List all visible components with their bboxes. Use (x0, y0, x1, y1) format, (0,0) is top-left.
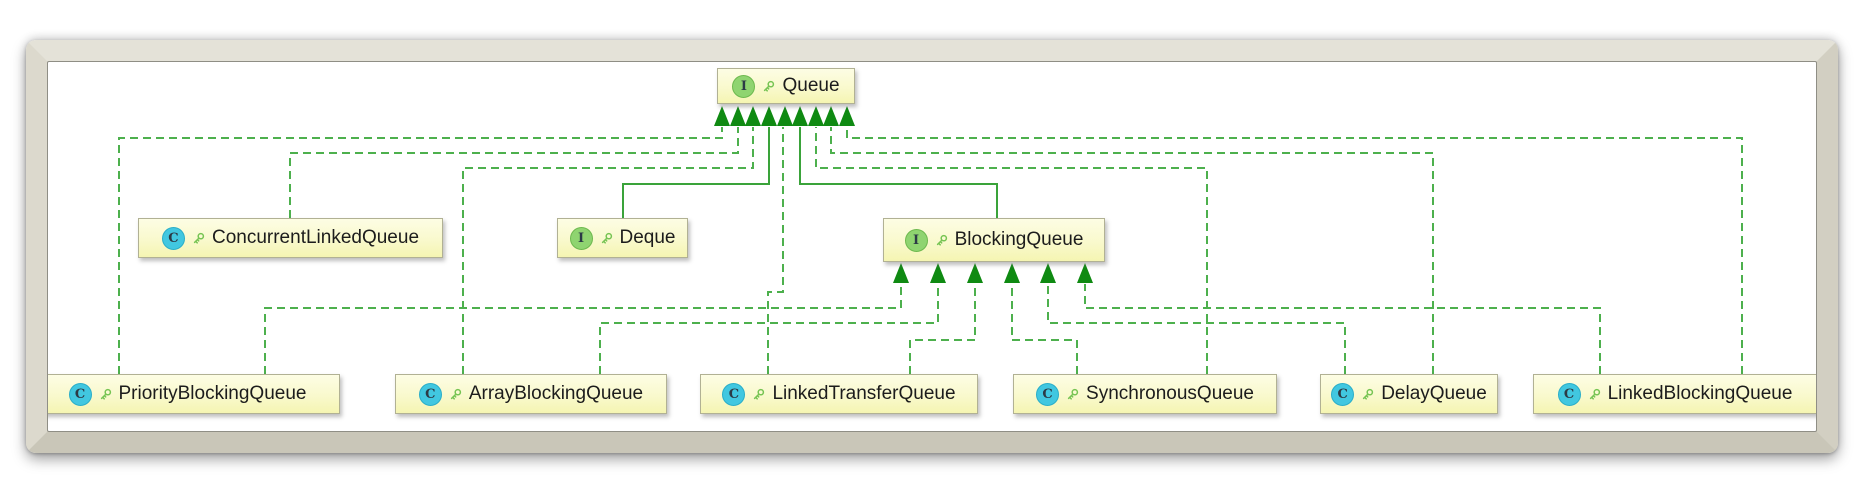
node-label: ArrayBlockingQueue (468, 383, 644, 404)
node-linkedblockingqueue[interactable]: C LinkedBlockingQueue (1533, 374, 1817, 414)
class-icon: C (1036, 382, 1060, 406)
arrowhead-icon (730, 106, 746, 126)
key-icon (1361, 388, 1374, 401)
edge-synchronousqueue-blockingqueue (1011, 284, 1078, 374)
key-icon (1588, 388, 1601, 401)
edge-linkedtransferqueue-queue (767, 127, 784, 374)
arrowhead-icon (1040, 263, 1056, 283)
edge-concurrentlinkedqueue-queue (289, 127, 739, 218)
edge-arrayblockingqueue-queue (462, 127, 754, 374)
arrowhead-icon (967, 263, 983, 283)
edge-delayqueue-queue (830, 127, 1434, 374)
arrowhead-icon (761, 106, 777, 126)
node-linkedtransferqueue[interactable]: C LinkedTransferQueue (700, 374, 978, 414)
edge-blockingqueue-queue (799, 127, 998, 218)
edge-synchronousqueue-queue (815, 127, 1208, 374)
edge-priorityblockingqueue-blockingqueue (264, 284, 902, 374)
edge-linkedtransferqueue-blockingqueue (909, 284, 976, 374)
arrowhead-icon (792, 106, 808, 126)
arrowhead-icon (745, 106, 761, 126)
key-icon (99, 388, 112, 401)
node-blockingqueue[interactable]: I BlockingQueue (883, 218, 1105, 262)
node-deque[interactable]: I Deque (557, 218, 688, 258)
queue-arrowheads (714, 106, 855, 126)
key-icon (449, 388, 462, 401)
key-icon (752, 388, 765, 401)
arrowhead-icon (823, 106, 839, 126)
node-label: ConcurrentLinkedQueue (211, 227, 420, 248)
interface-icon: I (732, 74, 756, 98)
arrowhead-icon (714, 106, 730, 126)
class-icon: C (722, 382, 746, 406)
key-icon (935, 234, 948, 247)
edge-delayqueue-blockingqueue (1047, 284, 1346, 374)
edge-deque-queue (622, 127, 770, 218)
node-label: Queue (782, 75, 840, 96)
interface-icon: I (569, 226, 593, 250)
node-label: Deque (619, 227, 676, 248)
node-synchronousqueue[interactable]: C SynchronousQueue (1013, 374, 1277, 414)
node-arrayblockingqueue[interactable]: C ArrayBlockingQueue (395, 374, 667, 414)
key-icon (192, 232, 205, 245)
edge-arrayblockingqueue-blockingqueue (599, 284, 939, 374)
node-label: LinkedBlockingQueue (1607, 383, 1793, 404)
key-icon (762, 80, 775, 93)
node-label: BlockingQueue (954, 229, 1084, 250)
arrowhead-icon (1004, 263, 1020, 283)
edge-linkedblockingqueue-queue (846, 127, 1743, 374)
arrowhead-icon (893, 263, 909, 283)
edge-linkedblockingqueue-blockingqueue (1084, 284, 1601, 374)
node-priorityblockingqueue[interactable]: C PriorityBlockingQueue (35, 374, 340, 414)
blockingqueue-arrowheads (893, 263, 1093, 283)
node-label: PriorityBlockingQueue (118, 383, 307, 404)
node-queue[interactable]: I Queue (717, 68, 855, 104)
node-concurrentlinkedqueue[interactable]: C ConcurrentLinkedQueue (138, 218, 443, 258)
class-icon: C (161, 226, 185, 250)
class-icon: C (68, 382, 92, 406)
node-label: DelayQueue (1381, 383, 1487, 404)
class-icon: C (1557, 382, 1581, 406)
arrowhead-icon (808, 106, 824, 126)
node-delayqueue[interactable]: C DelayQueue (1320, 374, 1498, 414)
edge-priorityblockingqueue-queue (118, 127, 723, 374)
arrowhead-icon (777, 106, 793, 126)
class-icon: C (418, 382, 442, 406)
node-label: SynchronousQueue (1086, 383, 1254, 404)
class-icon: C (1331, 382, 1355, 406)
arrowhead-icon (839, 106, 855, 126)
key-icon (600, 232, 613, 245)
arrowhead-icon (1077, 263, 1093, 283)
node-label: LinkedTransferQueue (772, 383, 956, 404)
interface-icon: I (904, 228, 928, 252)
key-icon (1066, 388, 1079, 401)
arrowhead-icon (930, 263, 946, 283)
